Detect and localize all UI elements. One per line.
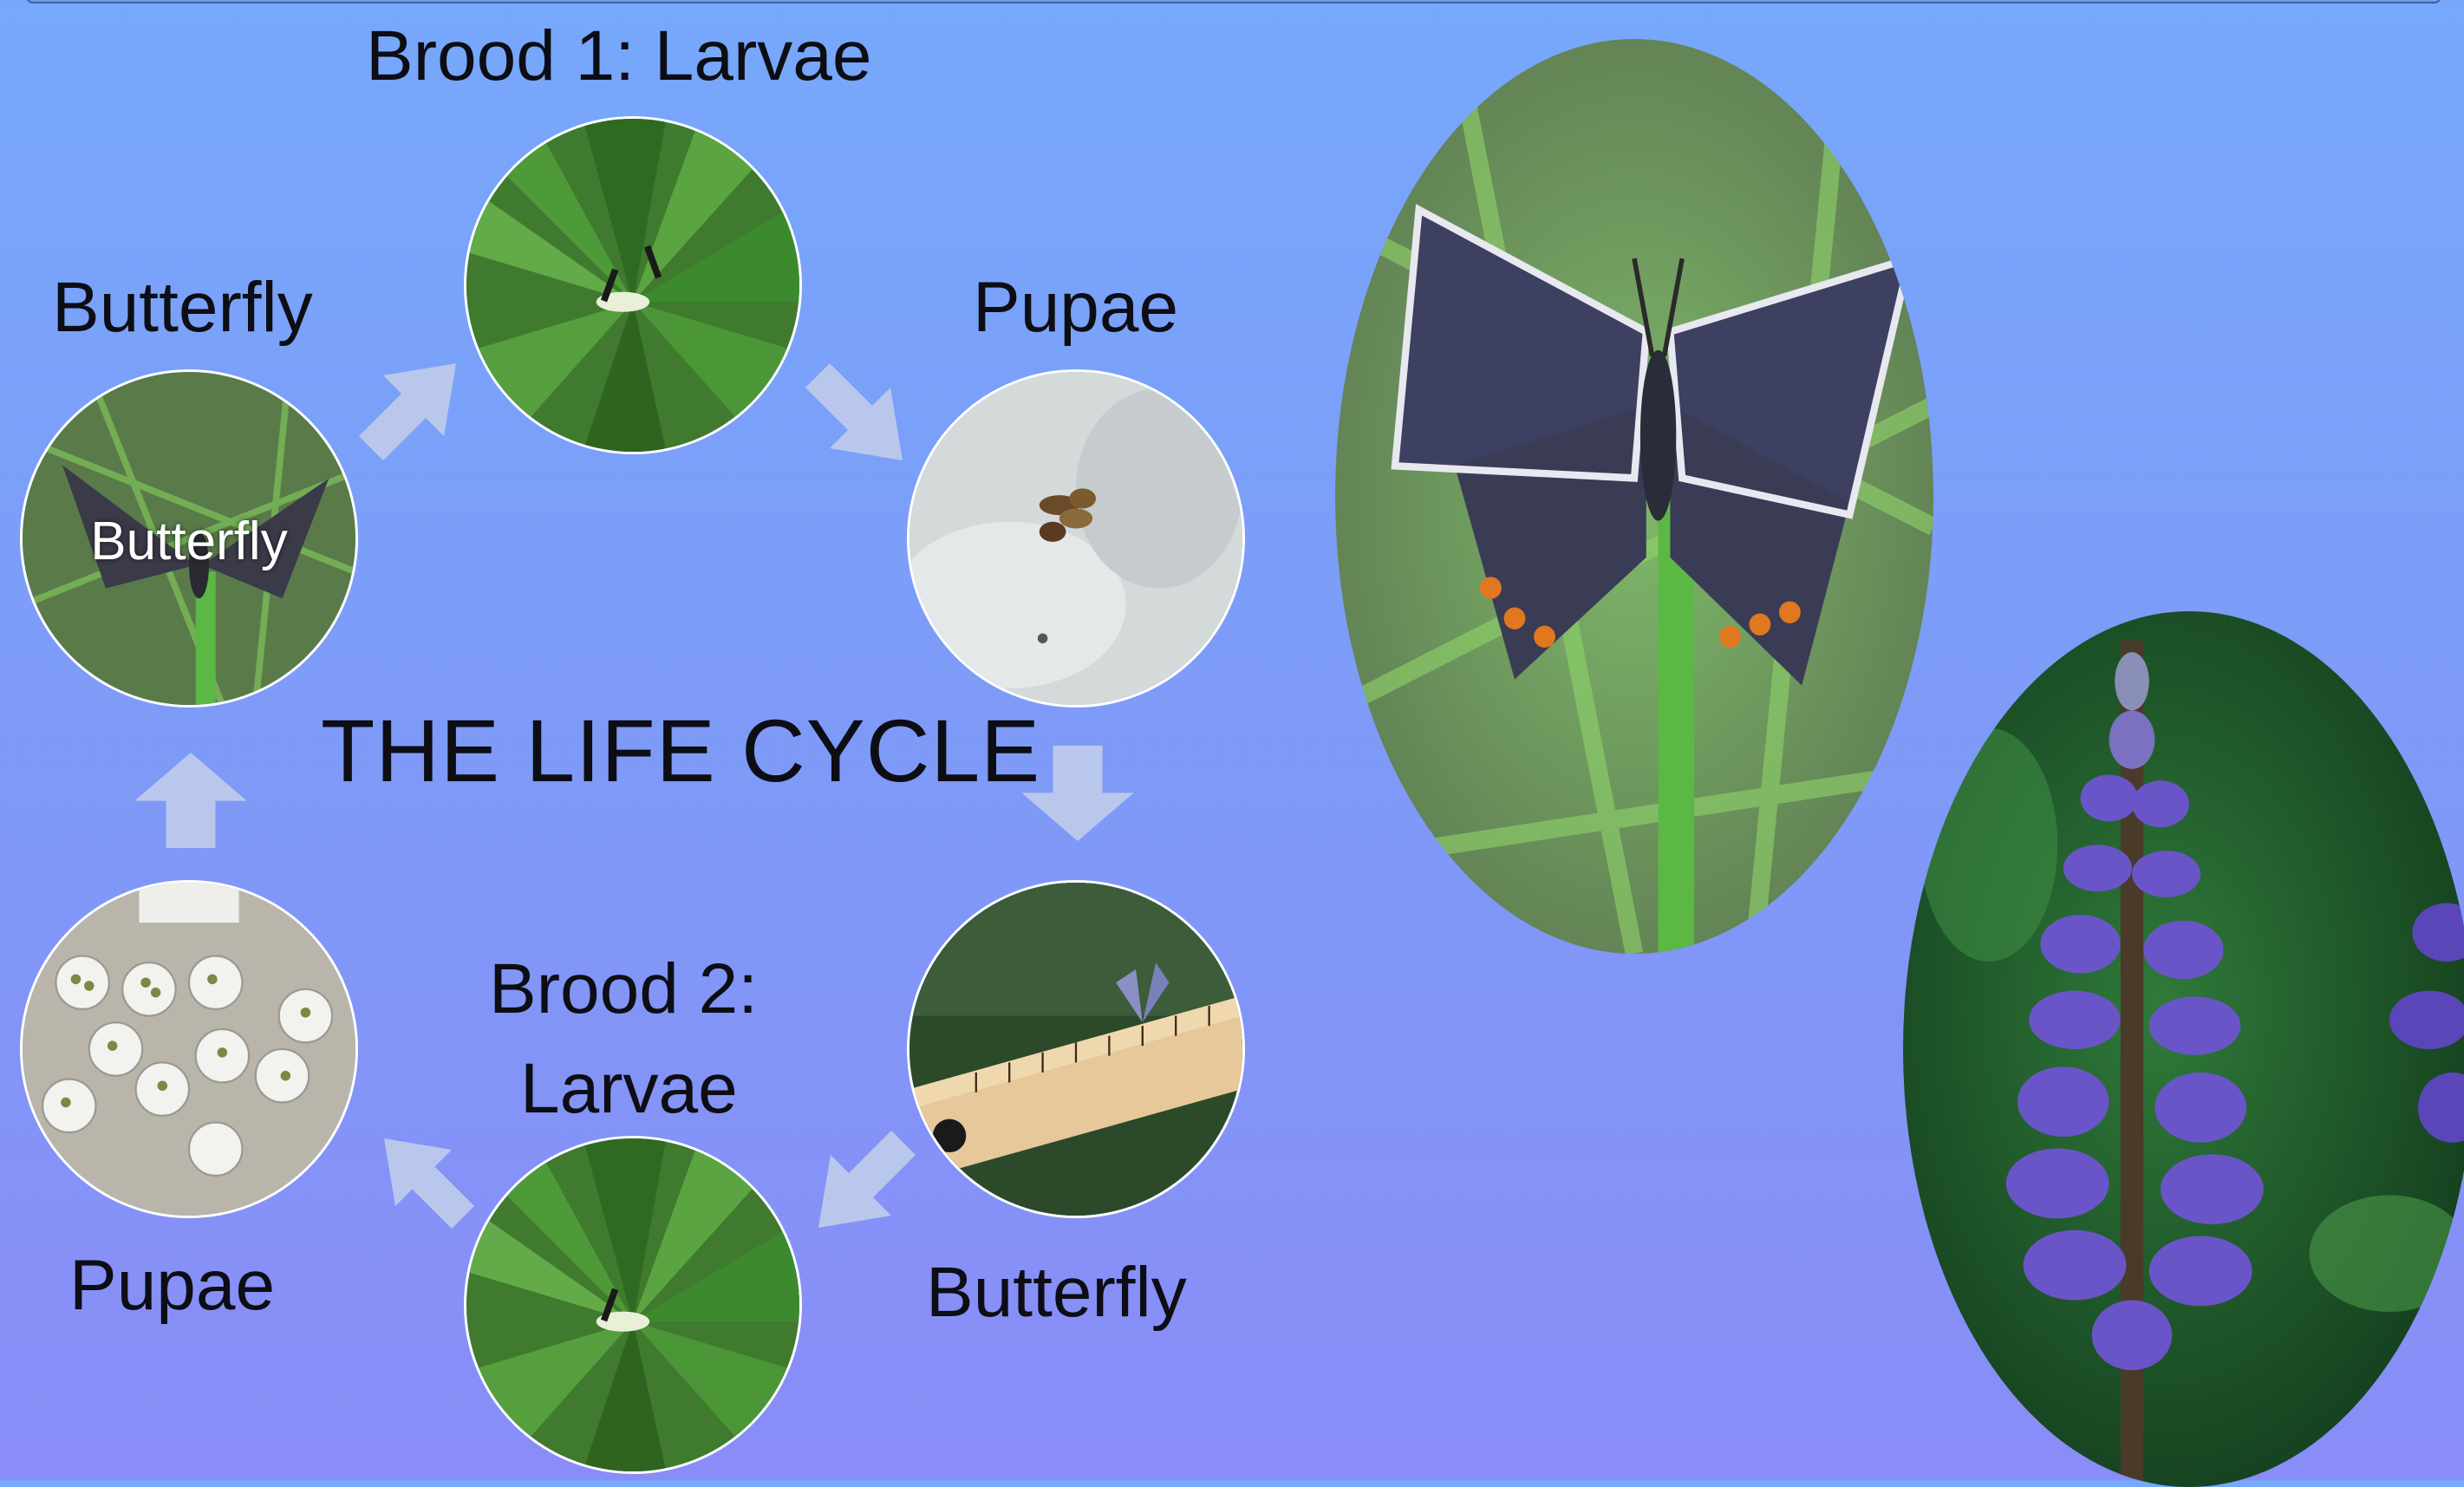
top-border [26, 0, 2441, 3]
diagram-title: THE LIFE CYCLE [321, 701, 1040, 802]
stage-label-pupae-1: Pupae [973, 272, 1178, 343]
photo-butterfly: Butterfly [20, 369, 358, 708]
stage-label-brood2-line1: Brood 2: [489, 954, 758, 1025]
photo-brood2-larvae [464, 1136, 802, 1474]
photo-karner-blue-butterfly [1335, 39, 1933, 954]
arrow-butterfly-to-larvae [347, 351, 468, 473]
stage-label-brood1-larvae: Brood 1: Larvae [366, 21, 872, 92]
stage-label-butterfly-2: Butterfly [926, 1257, 1187, 1328]
photo-brood1-larvae [464, 116, 802, 454]
photo-pupae-1 [907, 369, 1245, 708]
photo-wild-lupine [1903, 611, 2464, 1487]
photo-pupae-petri-dishes [20, 880, 358, 1218]
stage-label-pupae-2: Pupae [69, 1250, 275, 1321]
arrow-larvae-to-pupae [793, 351, 915, 473]
arrow-pupae-to-butterfly-up [134, 753, 247, 848]
photo-butterfly-ruler [907, 880, 1245, 1218]
arrow-brood2-to-pupae [373, 1127, 486, 1240]
butterfly-overlay-text: Butterfly [23, 511, 355, 572]
arrow-pupae-to-butterfly [1021, 746, 1134, 841]
stage-label-brood2-line2: Larvae [520, 1053, 738, 1125]
stage-label-butterfly-1: Butterfly [52, 272, 313, 343]
arrow-butterfly-to-brood2 [806, 1119, 928, 1240]
